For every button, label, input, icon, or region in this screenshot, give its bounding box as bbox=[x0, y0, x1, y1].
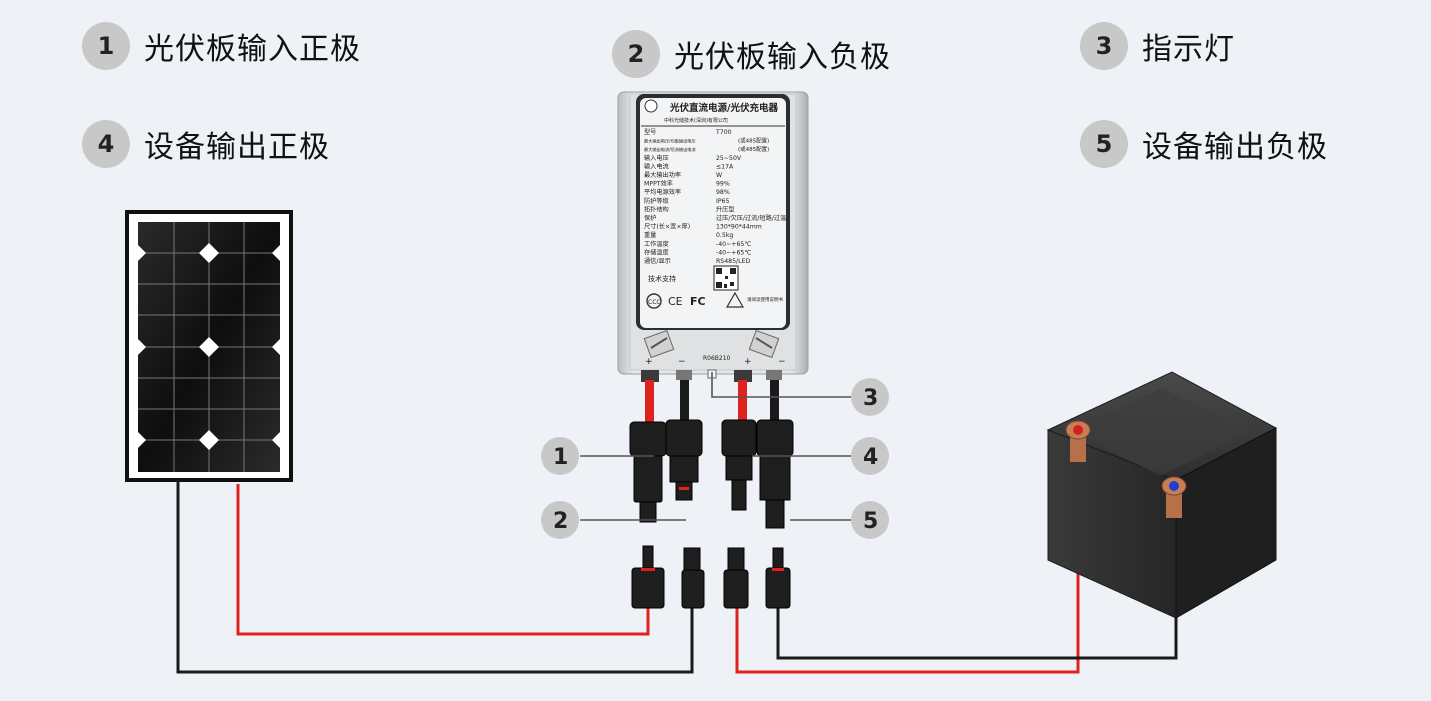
legend-label: 指示灯 bbox=[1142, 32, 1235, 67]
device-serial: R06B210 bbox=[703, 355, 731, 362]
legend-item-5: 5 设备输出负极 bbox=[1080, 120, 1328, 168]
svg-text:4: 4 bbox=[863, 445, 878, 470]
solar-panel bbox=[125, 210, 293, 482]
spec-value: ≤17A bbox=[716, 163, 734, 170]
cert-ce: CE bbox=[668, 295, 683, 308]
legend-label: 设备输出正极 bbox=[144, 130, 330, 165]
svg-text:1: 1 bbox=[553, 445, 568, 470]
legend-badge: 4 bbox=[82, 120, 130, 168]
spec-value: W bbox=[716, 172, 722, 179]
spec-value: RS485/LED bbox=[716, 258, 750, 265]
mc4-connectors-upper bbox=[629, 419, 794, 529]
spec-key: 最大输出电压/均衡输出电压 bbox=[644, 138, 696, 145]
legend-label: 光伏板输入负极 bbox=[674, 40, 891, 75]
cert-fc: FC bbox=[690, 295, 706, 308]
warning-icon bbox=[725, 291, 745, 308]
spec-key: 重量 bbox=[644, 231, 656, 239]
svg-text:5: 5 bbox=[863, 509, 878, 534]
svg-text:3: 3 bbox=[863, 386, 878, 411]
spec-value: T700 bbox=[715, 129, 732, 136]
battery-negative-terminal bbox=[1161, 476, 1187, 518]
spec-value: -40~+65℃ bbox=[716, 249, 751, 256]
spec-value: (或485配置) bbox=[738, 137, 769, 145]
battery bbox=[1046, 371, 1278, 619]
terminal-pv: + − bbox=[643, 329, 686, 367]
svg-text:+: + bbox=[744, 357, 752, 367]
spec-key: 拓扑结构 bbox=[644, 205, 669, 213]
legend-item-3: 3 指示灯 bbox=[1080, 22, 1235, 70]
spec-key: 型号 bbox=[644, 128, 656, 136]
legend-label: 光伏板输入正极 bbox=[144, 32, 361, 67]
callout-5: 5 bbox=[851, 501, 889, 539]
legend-badge: 1 bbox=[82, 22, 130, 70]
callout-lines bbox=[580, 372, 854, 521]
spec-value: 过压/欠压/过流/短路/过温 bbox=[716, 214, 786, 222]
legend-item-1: 1 光伏板输入正极 bbox=[82, 22, 361, 70]
warning-text: 请阅读使用说明书 bbox=[747, 296, 783, 303]
legend-badge: 3 bbox=[1080, 22, 1128, 70]
spec-key: 防护等级 bbox=[644, 197, 669, 205]
cert-ccc: CCC bbox=[648, 299, 661, 306]
legend-item-4: 4 设备输出正极 bbox=[82, 120, 330, 168]
spec-value: 130*90*44mm bbox=[716, 224, 762, 231]
spec-value: -40~+65℃ bbox=[716, 241, 751, 248]
legend-item-2: 2 光伏板输入负极 bbox=[612, 30, 891, 78]
spec-key: 最大输出功率 bbox=[644, 171, 681, 179]
spec-key: 工作温度 bbox=[644, 240, 669, 248]
svg-text:+: + bbox=[645, 357, 653, 367]
spec-key: 最大输出电流/恒流输出电流 bbox=[644, 146, 696, 153]
spec-key: 通信/显示 bbox=[644, 257, 671, 265]
spec-key: 输入电流 bbox=[644, 162, 669, 170]
spec-key: 存储温度 bbox=[644, 248, 669, 256]
spec-table: 型号 T700 最大输出电压/均衡输出电压 (或485配置) 最大输出电流/恒流输出电流… bbox=[644, 128, 786, 265]
spec-value: 0.5kg bbox=[716, 232, 733, 239]
callout-2: 2 bbox=[541, 501, 579, 539]
spec-value: IP65 bbox=[716, 198, 729, 205]
svg-text:−: − bbox=[778, 357, 786, 367]
device-cables bbox=[645, 380, 779, 424]
legend-badge: 5 bbox=[1080, 120, 1128, 168]
mc4-connectors-lower bbox=[631, 545, 791, 609]
battery-positive-terminal bbox=[1065, 420, 1091, 462]
device-subtitle: 中科光储技术(深圳)有限公司 bbox=[664, 117, 728, 124]
spec-key: 输入电压 bbox=[644, 154, 669, 162]
callout-4: 4 bbox=[851, 437, 889, 475]
legend-badge: 2 bbox=[612, 30, 660, 78]
callout-1: 1 bbox=[541, 437, 579, 475]
spec-key: 尺寸(长×宽×厚) bbox=[644, 223, 690, 231]
solar-controller: 光伏直流电源/光伏充电器 中科光储技术(深圳)有限公司 型号 T700 最大输出电压… bbox=[617, 91, 809, 382]
terminal-battery: + − bbox=[744, 329, 786, 367]
spec-value: 98% bbox=[716, 189, 730, 196]
spec-value: 99% bbox=[716, 181, 730, 188]
device-title: 光伏直流电源/光伏充电器 bbox=[669, 102, 778, 114]
qr-code bbox=[713, 265, 739, 291]
spec-value: 25~50V bbox=[716, 155, 742, 162]
svg-text:2: 2 bbox=[553, 509, 568, 534]
spec-value: 升压型 bbox=[716, 205, 735, 213]
svg-text:−: − bbox=[678, 357, 686, 367]
spec-value: (或485配置) bbox=[738, 145, 769, 153]
legend-label: 设备输出负极 bbox=[1142, 130, 1328, 165]
spec-key: 平均电源效率 bbox=[644, 188, 681, 196]
spec-key: MPPT效率 bbox=[644, 180, 673, 188]
device-support-label: 技术支持 bbox=[648, 274, 676, 283]
callout-3: 3 bbox=[851, 378, 889, 416]
ccc-icon bbox=[646, 293, 662, 309]
spec-key: 保护 bbox=[644, 214, 656, 222]
